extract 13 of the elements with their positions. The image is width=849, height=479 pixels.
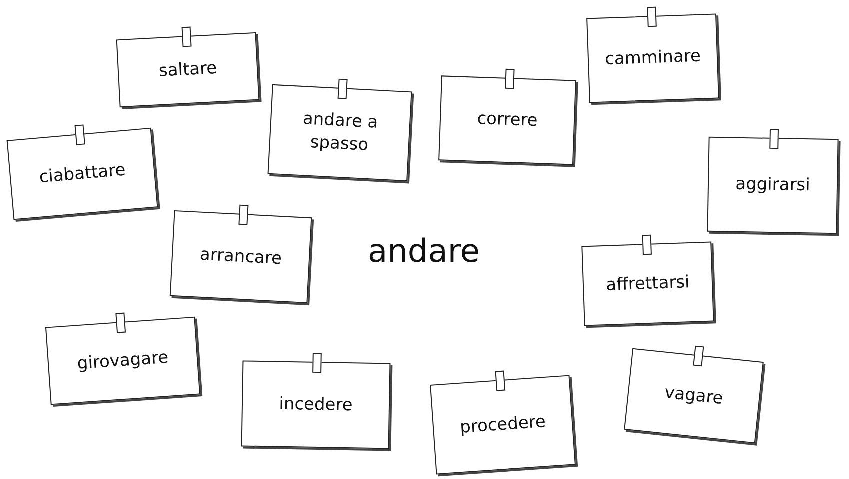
note-text: procedere — [459, 410, 547, 440]
note-text: vagare — [664, 382, 724, 410]
note-text: arrancare — [199, 243, 283, 271]
note-text: andare a spasso — [302, 108, 380, 158]
note-text: correre — [476, 108, 538, 134]
note-text: affrettarsi — [606, 271, 690, 297]
note-text: incedere — [278, 392, 353, 418]
note-text: girovagare — [76, 346, 170, 376]
note-text: camminare — [604, 45, 702, 72]
note-text: aggirarsi — [735, 173, 811, 198]
note-text: ciabattare — [38, 158, 127, 190]
note-text: saltare — [158, 57, 218, 83]
center-word: andare — [368, 232, 480, 270]
